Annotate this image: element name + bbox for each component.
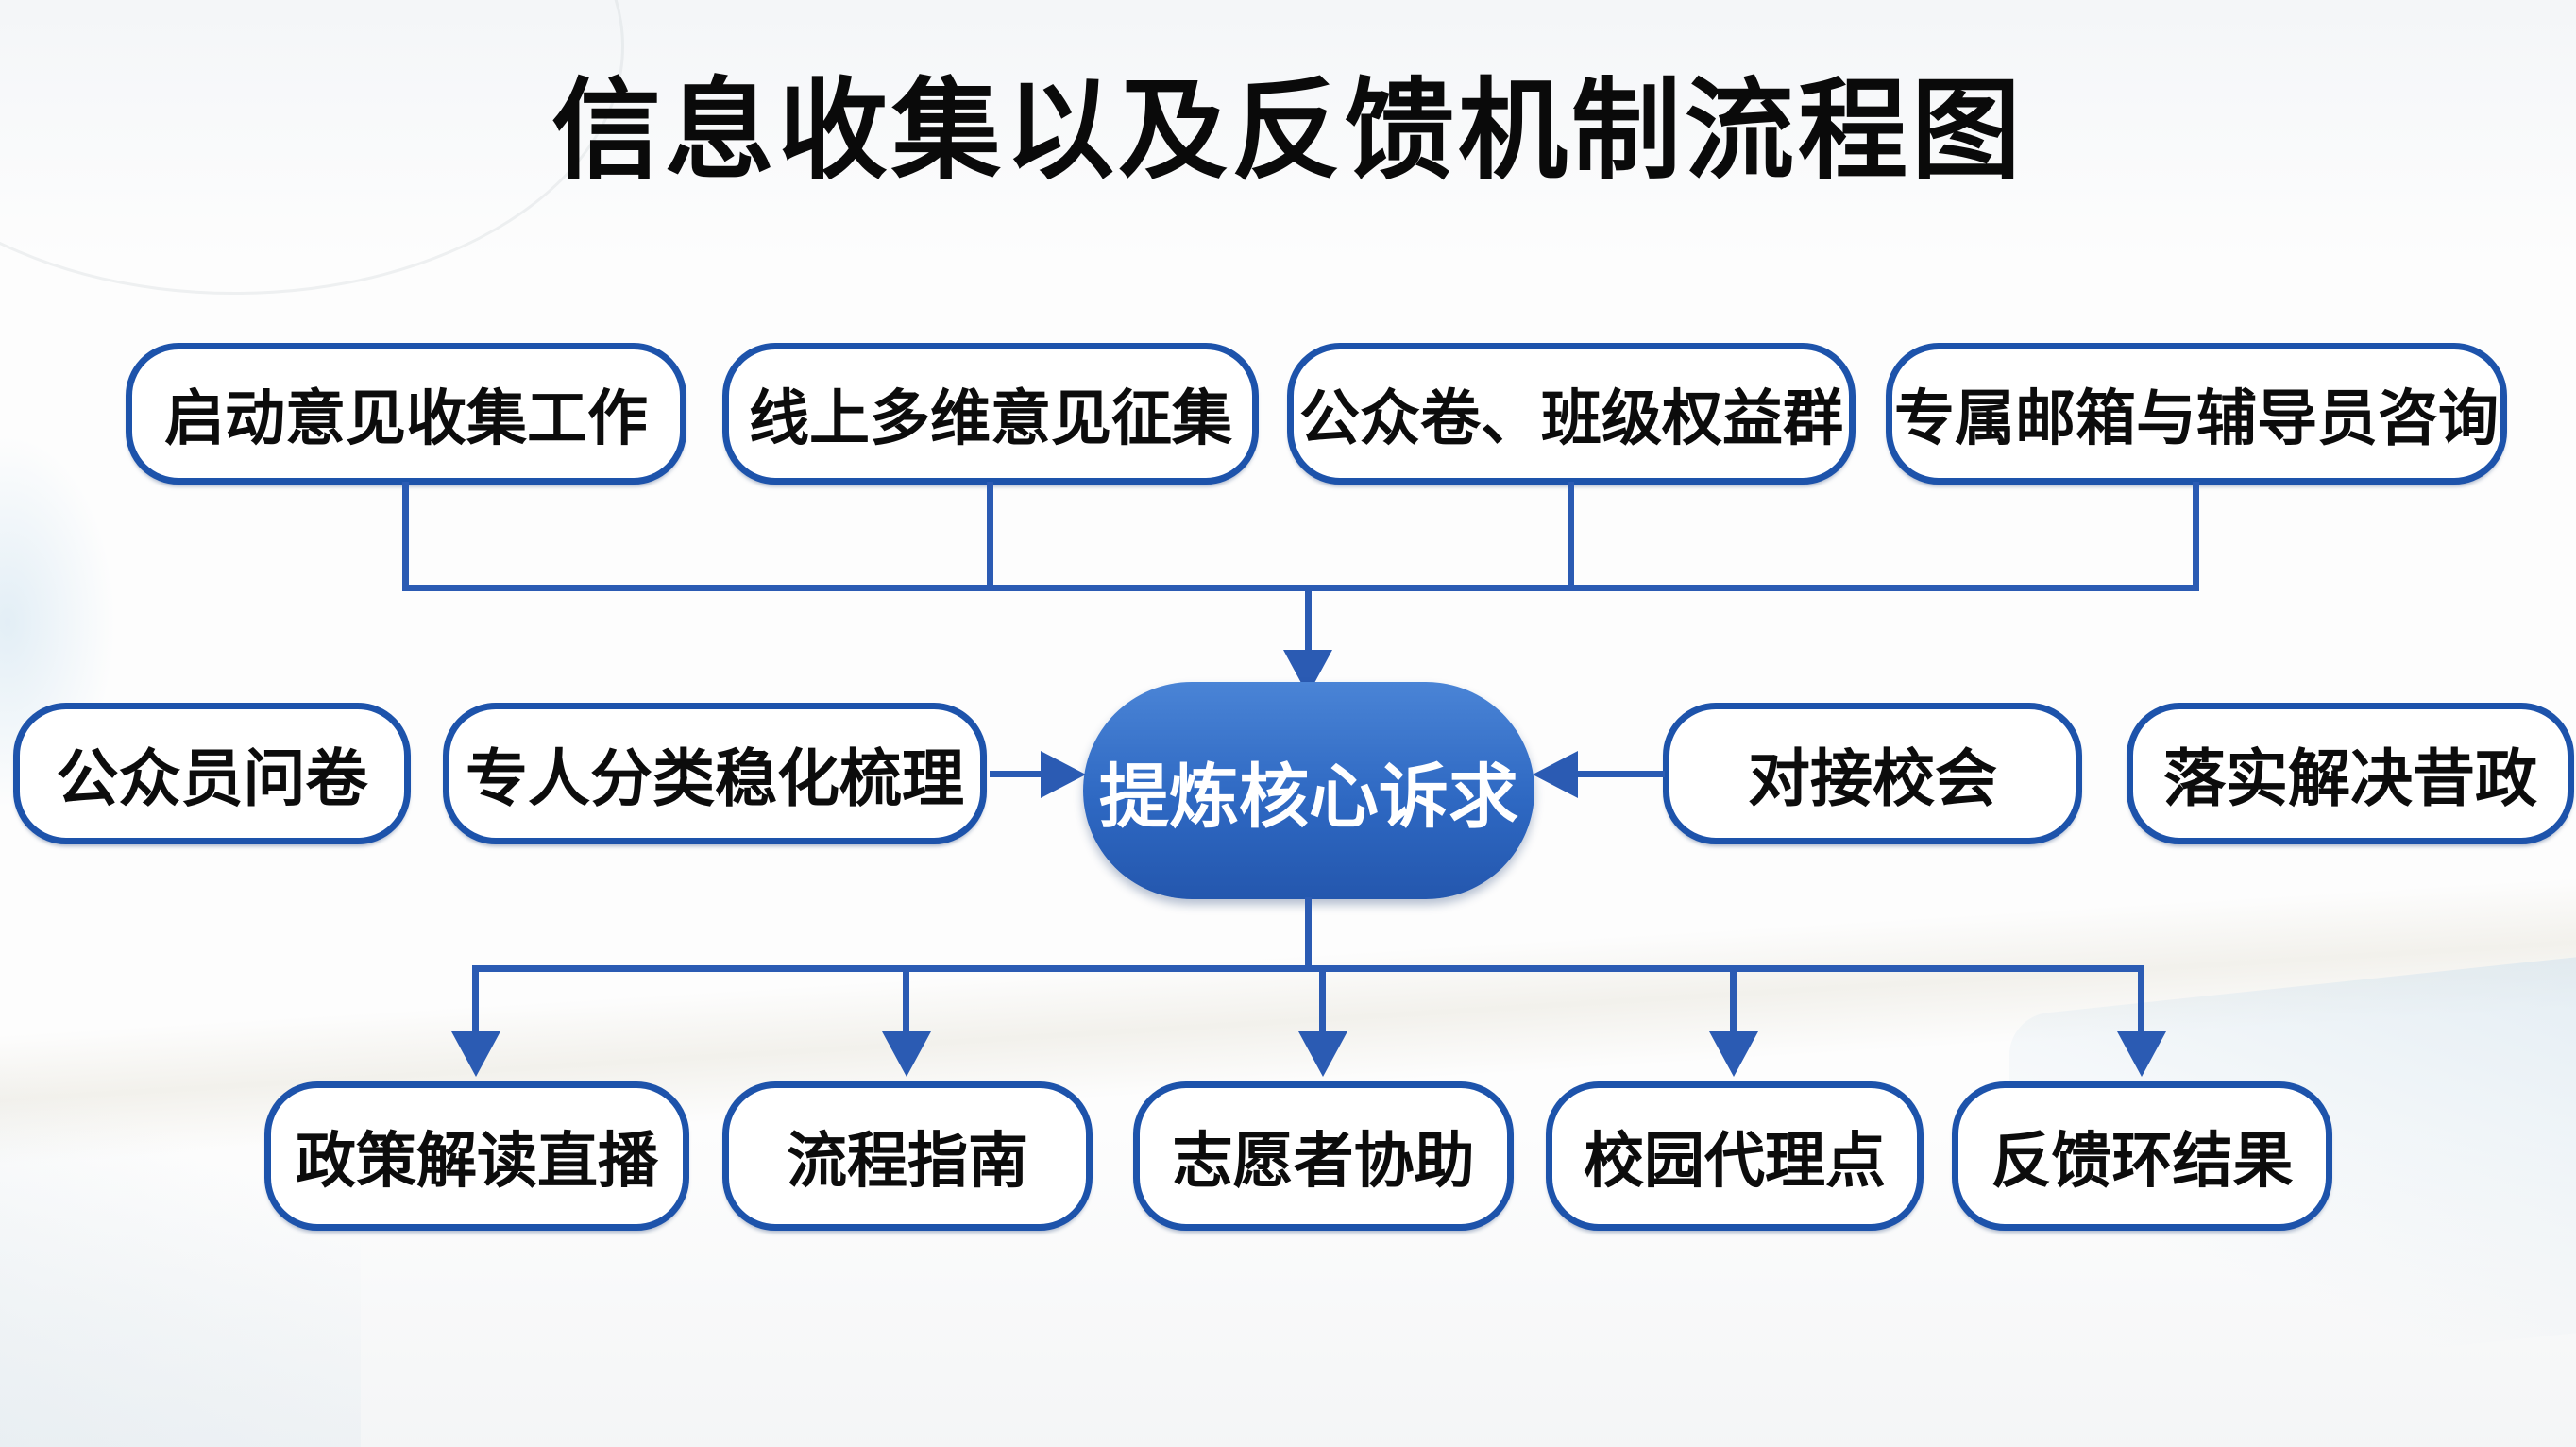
node-campus-agent-point: 校园代理点 bbox=[1546, 1081, 1924, 1231]
node-email-counselor-consult: 专属邮箱与辅导员咨询 bbox=[1886, 343, 2507, 485]
node-feedback-loop-result: 反馈环结果 bbox=[1952, 1081, 2332, 1231]
connector-bottom-5-stem bbox=[2138, 965, 2144, 1037]
connector-left-into-center-stem bbox=[990, 771, 1046, 777]
background-bottom-left-tint bbox=[0, 1013, 361, 1447]
node-label: 校园代理点 bbox=[1584, 1127, 1886, 1195]
connector-bottom-bus bbox=[472, 965, 2142, 972]
node-school-council-liaison: 对接校会 bbox=[1663, 703, 2082, 844]
node-implement-resolution: 落实解决昔政 bbox=[2127, 703, 2574, 844]
connector-top-4 bbox=[2193, 482, 2199, 588]
connector-top-bus bbox=[402, 585, 2199, 591]
connector-bottom-2-stem bbox=[903, 965, 909, 1037]
connector-center-down-stem bbox=[1305, 897, 1312, 969]
node-questionnaire-class-rights-group: 公众卷、班级权益群 bbox=[1287, 343, 1856, 485]
node-label: 提炼核心诉求 bbox=[1099, 757, 1518, 836]
connector-top-1 bbox=[402, 482, 409, 588]
node-core-demands: 提炼核心诉求 bbox=[1083, 682, 1534, 899]
node-process-guide: 流程指南 bbox=[722, 1081, 1093, 1231]
arrowhead-bottom-3 bbox=[1298, 1031, 1347, 1077]
connector-bus-to-center-stem bbox=[1305, 585, 1312, 655]
connector-bottom-4-stem bbox=[1730, 965, 1737, 1037]
connector-bottom-1-stem bbox=[472, 965, 479, 1037]
node-label: 启动意见收集工作 bbox=[164, 384, 648, 452]
node-label: 反馈环结果 bbox=[1991, 1127, 2294, 1195]
arrowhead-into-center-left bbox=[1041, 751, 1086, 798]
node-policy-livestream: 政策解读直播 bbox=[264, 1081, 689, 1231]
node-classification-sorting: 专人分类稳化梳理 bbox=[443, 703, 987, 844]
connector-top-3 bbox=[1568, 482, 1574, 588]
node-public-questionnaire: 公众员问卷 bbox=[13, 703, 411, 844]
arrowhead-bottom-1 bbox=[451, 1031, 500, 1077]
node-label: 落实解决昔政 bbox=[2163, 743, 2537, 813]
node-volunteer-assist: 志愿者协助 bbox=[1133, 1081, 1514, 1231]
node-label: 对接校会 bbox=[1748, 743, 1997, 813]
node-online-multichannel-collection: 线上多维意见征集 bbox=[722, 343, 1259, 485]
node-label: 专属邮箱与辅导员咨询 bbox=[1894, 384, 2499, 452]
page-title: 信息收集以及反馈机制流程图 bbox=[551, 69, 2025, 192]
node-label: 流程指南 bbox=[787, 1127, 1028, 1195]
arrowhead-into-center-right bbox=[1533, 751, 1578, 798]
node-label: 公众员问卷 bbox=[56, 743, 368, 813]
node-label: 公众卷、班级权益群 bbox=[1299, 384, 1843, 452]
node-label: 志愿者协助 bbox=[1172, 1127, 1475, 1195]
arrowhead-bottom-2 bbox=[882, 1031, 931, 1077]
connector-right-into-center-stem bbox=[1575, 771, 1665, 777]
node-start-opinion-collection: 启动意见收集工作 bbox=[126, 343, 686, 485]
node-label: 线上多维意见征集 bbox=[749, 384, 1232, 452]
arrowhead-bottom-5 bbox=[2117, 1031, 2166, 1077]
node-label: 政策解读直播 bbox=[296, 1127, 658, 1195]
connector-top-2 bbox=[987, 482, 993, 588]
node-label: 专人分类稳化梳理 bbox=[466, 743, 964, 813]
connector-bottom-3-stem bbox=[1319, 965, 1326, 1037]
arrowhead-bottom-4 bbox=[1709, 1031, 1758, 1077]
